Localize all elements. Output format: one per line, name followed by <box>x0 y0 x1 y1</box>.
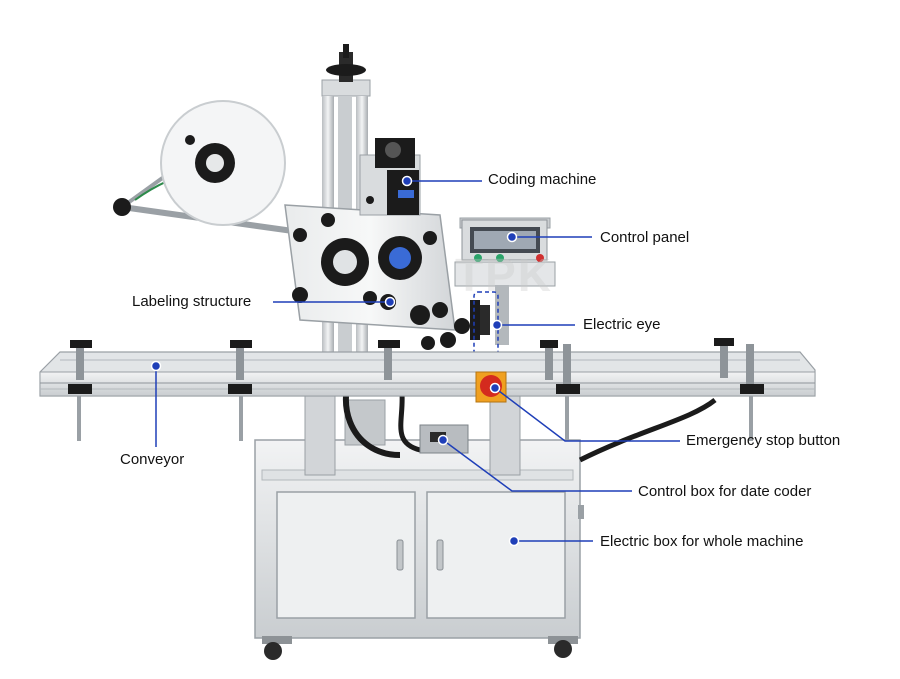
leader-electric-box <box>508 535 593 547</box>
label-electric-eye: Electric eye <box>583 316 661 333</box>
label-reel-arm <box>113 100 301 235</box>
date-coding-machine <box>359 138 421 216</box>
cabinet <box>254 439 584 660</box>
caster-wheel <box>554 640 572 658</box>
leader-conveyor <box>150 360 162 447</box>
leader-electric-eye <box>491 319 575 331</box>
label-emergency-stop-button: Emergency stop button <box>686 432 841 449</box>
leader-control-box-dot <box>437 434 449 446</box>
leader-control-panel-dot <box>506 231 518 243</box>
leader-labeling-structure-dot <box>384 296 396 308</box>
leader-coding-machine <box>401 175 482 187</box>
caster-wheel <box>264 642 282 660</box>
cabinet-door-left <box>276 491 416 619</box>
leader-emergency-stop <box>489 382 680 442</box>
label-control-panel: Control panel <box>600 229 690 246</box>
leader-emergency-stop-dot <box>489 382 501 394</box>
label-electric-box-whole-machine: Electric box for whole machine <box>600 533 804 550</box>
emergency-stop <box>475 371 507 403</box>
watermark: TPK <box>455 249 553 301</box>
label-control-box-date-coder: Control box for date coder <box>638 483 812 500</box>
label-labeling-structure: Labeling structure <box>132 293 252 310</box>
door-handle-left <box>396 539 404 571</box>
leader-labeling-structure <box>273 296 396 308</box>
leader-electric-box-dot <box>508 535 520 547</box>
leader-coding-machine-dot <box>401 175 413 187</box>
label-conveyor: Conveyor <box>120 451 185 468</box>
label-coding-machine: Coding machine <box>488 171 597 188</box>
height-adjust-handwheel <box>326 64 366 76</box>
callout-leaders <box>150 175 680 547</box>
guide-rail-knobs <box>68 338 764 441</box>
cabinet-door-right <box>426 491 566 619</box>
leader-control-panel <box>506 231 592 243</box>
leader-control-box <box>437 434 632 492</box>
labeling-head <box>284 204 470 350</box>
door-handle-right <box>436 539 444 571</box>
leader-electric-eye-dot <box>491 319 503 331</box>
leader-control-box-line <box>442 439 632 492</box>
leader-conveyor-dot <box>150 360 162 372</box>
leader-emergency-stop-line <box>494 387 680 442</box>
